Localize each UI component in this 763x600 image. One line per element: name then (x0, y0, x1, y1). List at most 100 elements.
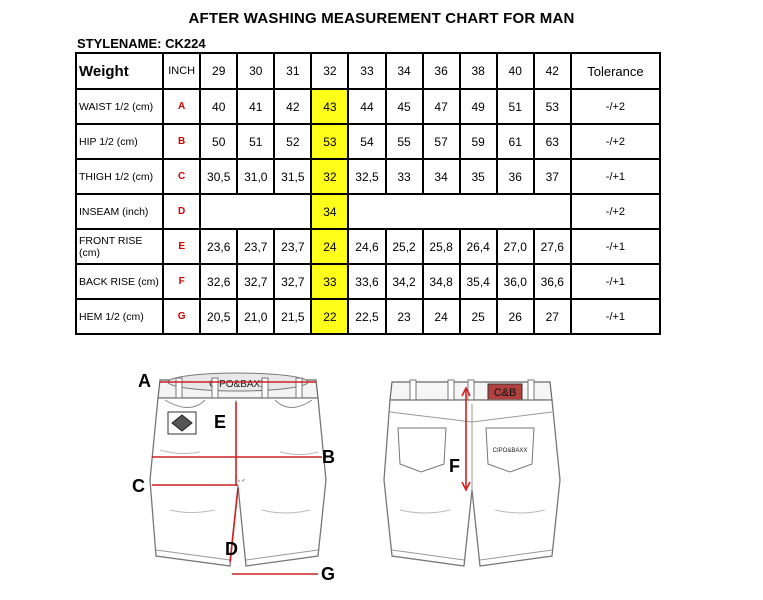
row-code: F (162, 263, 202, 300)
value-cell: 25,8 (421, 228, 461, 265)
garment-diagrams: CIPO&BAXX (0, 360, 763, 600)
empty-cell (347, 193, 572, 230)
value-cell: 31,0 (236, 158, 276, 195)
letter-b: B (322, 447, 335, 467)
value-cell: 32,6 (199, 263, 239, 300)
value-cell: 26,4 (458, 228, 498, 265)
row-code: G (162, 298, 202, 335)
size-header: 31 (273, 52, 313, 90)
row-code: D (162, 193, 202, 230)
size-header: 42 (532, 52, 572, 90)
letter-a: A (138, 371, 151, 391)
value-cell: 37 (532, 158, 572, 195)
value-cell: 23 (384, 298, 424, 335)
size-header: 36 (421, 52, 461, 90)
tolerance-cell: -/+2 (569, 88, 662, 125)
value-cell: 23,7 (273, 228, 313, 265)
value-cell: 25 (458, 298, 498, 335)
value-cell: 45 (384, 88, 424, 125)
back-measure-lines (461, 386, 471, 492)
value-cell: 47 (421, 88, 461, 125)
value-cell: 24 (310, 228, 350, 265)
value-cell: 32,7 (273, 263, 313, 300)
letter-g: G (321, 564, 335, 584)
value-cell: 21,0 (236, 298, 276, 335)
value-cell: 27,0 (495, 228, 535, 265)
letter-d: D (225, 539, 238, 559)
value-cell: 34 (310, 193, 350, 230)
size-header: 30 (236, 52, 276, 90)
inch-header: INCH (162, 52, 202, 90)
size-header: 38 (458, 52, 498, 90)
value-cell: 53 (532, 88, 572, 125)
value-cell: 35 (458, 158, 498, 195)
value-cell: 54 (347, 123, 387, 160)
value-cell: 22,5 (347, 298, 387, 335)
value-cell: 55 (384, 123, 424, 160)
size-header: 33 (347, 52, 387, 90)
letter-c: C (132, 476, 145, 496)
value-cell: 34 (421, 158, 461, 195)
value-cell: 23,7 (236, 228, 276, 265)
value-cell: 59 (458, 123, 498, 160)
back-pocket-brand: CIPO&BAXX (493, 448, 528, 454)
row-label: INSEAM (inch) (74, 193, 165, 230)
row-label: BACK RISE (cm) (74, 263, 165, 300)
value-cell: 43 (310, 88, 350, 125)
value-cell: 36,6 (532, 263, 572, 300)
value-cell: 36 (495, 158, 535, 195)
back-patch-label: C&B (494, 387, 517, 399)
diagram-svg: CIPO&BAXX (132, 371, 561, 584)
tolerance-cell: -/+2 (569, 123, 662, 160)
back-shorts-drawing: C&B CIPO&BAXX (383, 379, 561, 567)
value-cell: 22 (310, 298, 350, 335)
value-cell: 33,6 (347, 263, 387, 300)
value-cell: 34,2 (384, 263, 424, 300)
row-label: FRONT RISE (cm) (74, 228, 165, 265)
front-shorts-drawing: CIPO&BAXX (149, 372, 327, 567)
row-code: C (162, 158, 202, 195)
row-code: A (162, 88, 202, 125)
row-label: THIGH 1/2 (cm) (74, 158, 165, 195)
chart-title: AFTER WASHING MEASUREMENT CHART FOR MAN (188, 10, 575, 27)
letter-e: E (214, 412, 226, 432)
value-cell: 42 (273, 88, 313, 125)
row-code: B (162, 123, 202, 160)
letter-f: F (449, 456, 460, 476)
value-cell: 57 (421, 123, 461, 160)
value-cell: 31,5 (273, 158, 313, 195)
value-cell: 50 (199, 123, 239, 160)
value-cell: 24,6 (347, 228, 387, 265)
tolerance-cell: -/+1 (569, 158, 662, 195)
value-cell: 27 (532, 298, 572, 335)
row-code: E (162, 228, 202, 265)
tolerance-cell: -/+1 (569, 263, 662, 300)
value-cell: 35,4 (458, 263, 498, 300)
size-header: 34 (384, 52, 424, 90)
value-cell: 41 (236, 88, 276, 125)
value-cell: 24 (421, 298, 461, 335)
value-cell: 30,5 (199, 158, 239, 195)
value-cell: 32,5 (347, 158, 387, 195)
tolerance-cell: -/+1 (569, 228, 662, 265)
value-cell: 51 (495, 88, 535, 125)
row-label: HEM 1/2 (cm) (74, 298, 165, 335)
value-cell: 33 (310, 263, 350, 300)
row-label: WAIST 1/2 (cm) (74, 88, 165, 125)
tolerance-header: Tolerance (569, 52, 662, 90)
tolerance-cell: -/+2 (569, 193, 662, 230)
table-row: INSEAM (inch)D 34 -/+2 (74, 193, 662, 230)
value-cell: 61 (495, 123, 535, 160)
value-cell: 36,0 (495, 263, 535, 300)
value-cell: 32 (310, 158, 350, 195)
value-cell: 63 (532, 123, 572, 160)
front-measure-lines (152, 381, 322, 575)
front-brand-label: CIPO&BAXX (209, 379, 267, 390)
value-cell: 21,5 (273, 298, 313, 335)
